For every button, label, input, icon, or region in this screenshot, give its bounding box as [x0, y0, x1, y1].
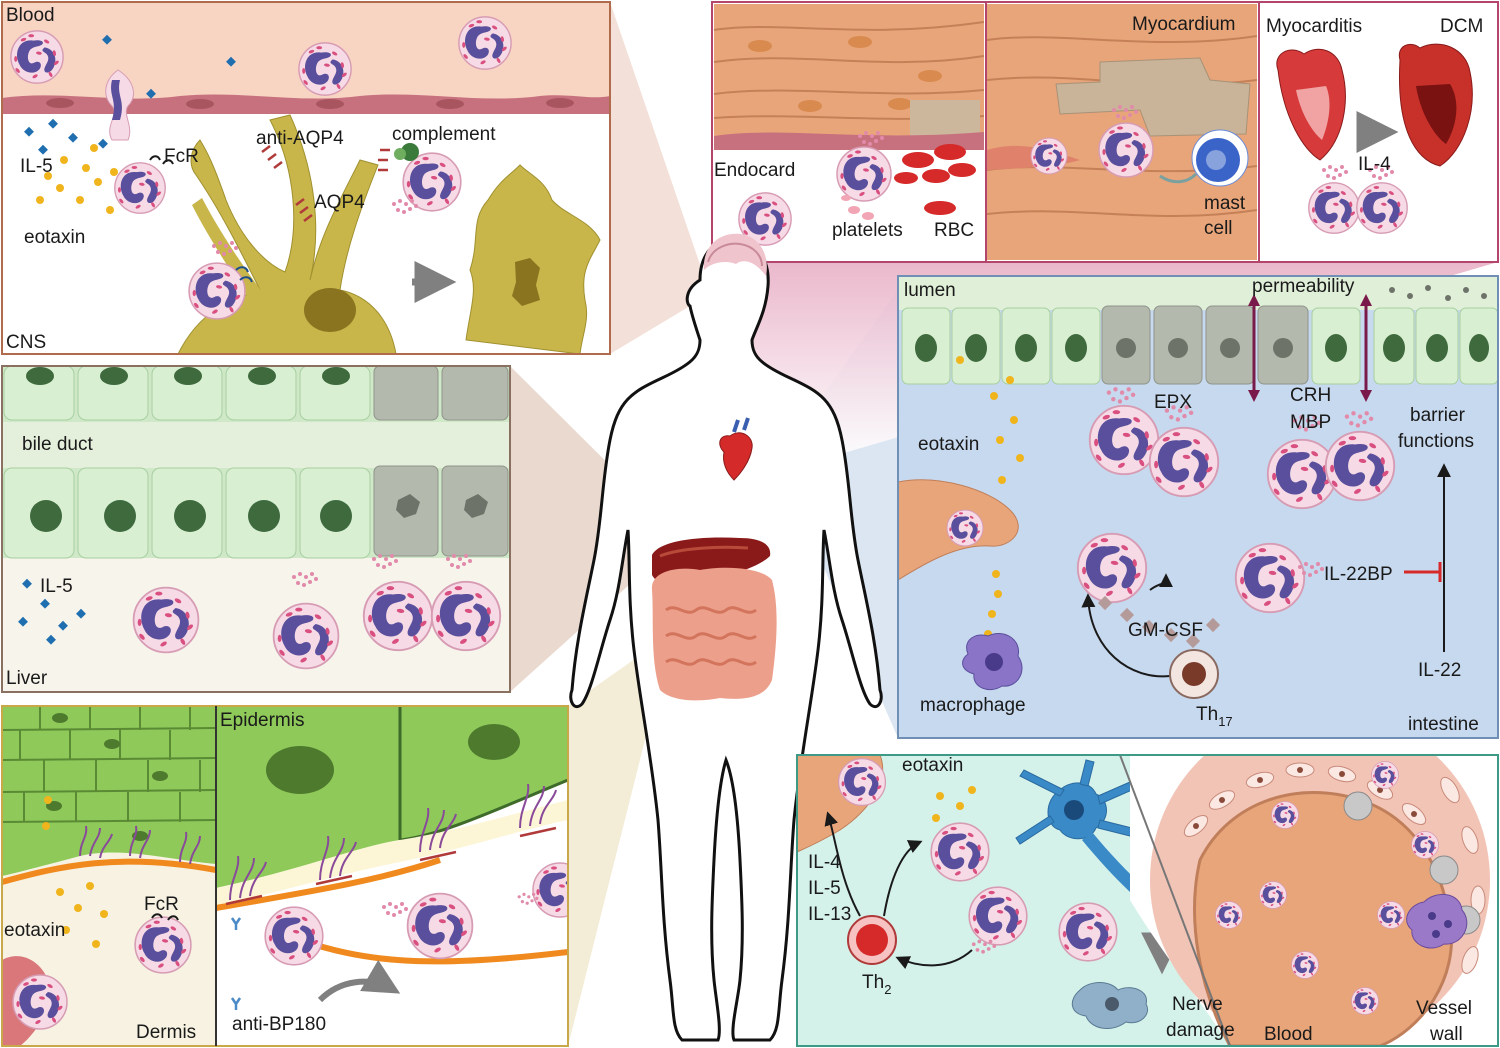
- vessel-nerve-label: Nerve: [1172, 994, 1223, 1015]
- intestine-barrier-label: barrier: [1410, 405, 1466, 426]
- cns-aqp4-label: AQP4: [314, 192, 365, 213]
- heart-mast-label: mast: [1204, 193, 1246, 214]
- cns-panel-border: [1, 1, 611, 355]
- cns-il5-label: IL-5: [20, 156, 53, 177]
- heart-endocard-label: Endocard: [714, 160, 795, 181]
- intestine-mbp-label: MBP: [1290, 412, 1331, 433]
- vessel-blood-label: Blood: [1264, 1024, 1313, 1045]
- intestine-permeability-label: permeability: [1252, 276, 1355, 297]
- vessel-th2-label: Th2: [862, 972, 891, 997]
- cns-anti-aqp4-label: anti-AQP4: [256, 128, 344, 149]
- skin-fcr-label: FcR: [144, 894, 179, 915]
- liver-panel-border: [1, 365, 511, 693]
- vessel-wall-label: wall: [1429, 1024, 1463, 1045]
- cns-eotaxin-label: eotaxin: [24, 227, 85, 248]
- skin-panel: [2, 706, 568, 1046]
- liver-il5-label: IL-5: [40, 576, 73, 597]
- vessel-eotaxin-label: eotaxin: [902, 755, 963, 776]
- vessel-il13-label: IL-13: [808, 904, 851, 925]
- intestine-panel-border: [897, 275, 1499, 739]
- heart-cell-label: cell: [1204, 218, 1233, 239]
- heart-platelets-label: platelets: [832, 220, 903, 241]
- intestine-eotaxin-label: eotaxin: [918, 434, 979, 455]
- intestine-epx-label: EPX: [1154, 392, 1192, 413]
- th17-base: Th: [1196, 704, 1218, 725]
- skin-eotaxin-label: eotaxin: [4, 920, 65, 941]
- vessel-panel: [797, 755, 1498, 1046]
- cns-label: CNS: [6, 332, 46, 353]
- liver-label: Liver: [6, 668, 48, 689]
- heart-myocardium-label: Myocardium: [1132, 14, 1235, 35]
- intestine-macrophage-label: macrophage: [920, 695, 1026, 716]
- heart-il4-label: IL-4: [1358, 154, 1391, 175]
- liver-bile-duct-label: bile duct: [22, 434, 93, 455]
- skin-anti-bp180-label: anti-BP180: [232, 1014, 326, 1035]
- skin-epidermis-label: Epidermis: [220, 710, 304, 731]
- intestine-functions-label: functions: [1398, 431, 1474, 452]
- heart-panels: [711, 1, 1499, 263]
- vessel-label: Vessel: [1416, 998, 1472, 1019]
- vessel-damage-label: damage: [1166, 1020, 1235, 1041]
- intestine-th17-label: Th17: [1196, 704, 1233, 729]
- intestine-il22bp-label: IL-22BP: [1324, 564, 1393, 585]
- human-body: [569, 233, 883, 1042]
- th2-base: Th: [862, 972, 884, 993]
- vessel-il5-label: IL-5: [808, 878, 841, 899]
- intestine-gmcsf-label: GM-CSF: [1128, 620, 1203, 641]
- heart-rbc-label: RBC: [934, 220, 974, 241]
- intestine-crh-label: CRH: [1290, 385, 1331, 406]
- intestine-panel: [898, 276, 1498, 738]
- heart-myocarditis-label: Myocarditis: [1266, 16, 1362, 37]
- intestine-il22-label: IL-22: [1418, 660, 1461, 681]
- cns-complement-label: complement: [392, 124, 496, 145]
- vessel-panel-border: [796, 754, 1499, 1047]
- skin-dermis-label: Dermis: [136, 1022, 196, 1043]
- cns-fcr-label: FcR: [164, 146, 199, 167]
- skin-panel-border: [1, 705, 569, 1047]
- intestine-label: intestine: [1408, 714, 1479, 735]
- vessel-il4-label: IL-4: [808, 852, 841, 873]
- intestine-lumen-label: lumen: [904, 280, 956, 301]
- th17-subscript: 17: [1218, 714, 1232, 729]
- cns-blood-label: Blood: [6, 5, 55, 26]
- liver-panel: [2, 366, 510, 692]
- th2-subscript: 2: [884, 982, 891, 997]
- heart-dcm-label: DCM: [1440, 16, 1483, 37]
- cns-panel: [2, 2, 610, 354]
